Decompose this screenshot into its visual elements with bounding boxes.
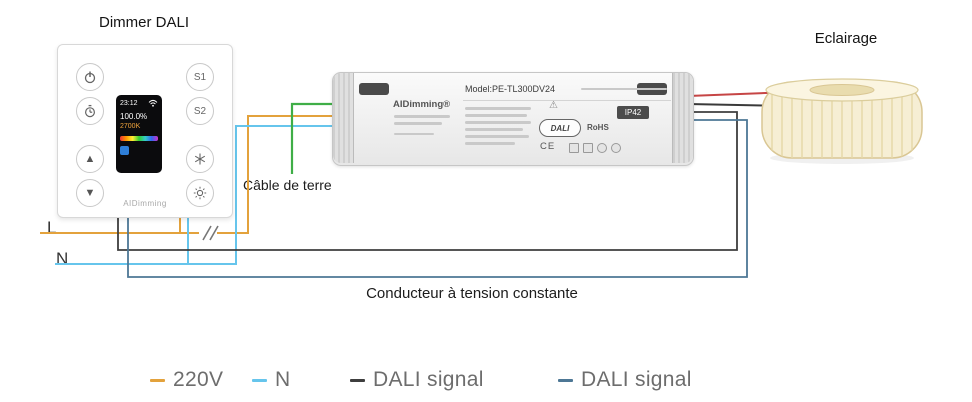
legend-item-dali-dark: DALI signal: [350, 368, 484, 392]
driver-left-endcap: [333, 73, 354, 163]
ground-cable-label: Câble de terre: [243, 177, 332, 193]
screen-color-gradient-bar: [120, 136, 158, 141]
driver-tagline-bar: [394, 122, 442, 125]
driver-brand: AIDimming®: [393, 99, 451, 110]
wire-dali-dark: [117, 111, 738, 251]
dimmer-title: Dimmer DALI: [98, 14, 189, 31]
sun-icon: [193, 186, 207, 200]
panel-brand: AIDimming: [123, 199, 167, 208]
driver-spec-bar: [465, 107, 531, 110]
certification-icon: [583, 143, 593, 153]
timer-button: [76, 97, 104, 125]
driver-spec-bar: [465, 142, 515, 145]
legend-label-220v: 220V: [173, 368, 224, 391]
driver-spec-bar: [465, 135, 529, 138]
up-button: ▲: [76, 145, 104, 173]
legend-item-neutral: N: [252, 368, 290, 392]
driver-spec-bar: [465, 128, 523, 131]
lighting-title: Eclairage: [814, 30, 878, 47]
driver-tagline-bar: [394, 115, 450, 118]
legend-label-neutral: N: [275, 368, 291, 391]
timer-icon: [84, 104, 96, 118]
down-button: ▼: [76, 179, 104, 207]
certification-icon: [569, 143, 579, 153]
driver-url-bar: [394, 133, 434, 135]
driver-spec-bar: [465, 114, 527, 117]
dali-logo: DALI: [539, 119, 581, 137]
wire-break-symbol: [199, 225, 219, 241]
wifi-icon: [148, 99, 158, 107]
screen-color-temp: 2700K: [120, 123, 141, 130]
dimmer-panel: S1 S2 23:12 100.0% 2700K: [57, 44, 233, 218]
ip-rating-badge: IP42: [617, 106, 649, 119]
legend-dash-220v: [150, 378, 165, 382]
wire-neutral: [55, 125, 336, 265]
legend-dash-dali-blue: [558, 378, 573, 382]
driver-tag-left: [359, 83, 389, 95]
driver-divider: [463, 100, 671, 101]
legend-dash-dali-dark: [350, 378, 365, 382]
warning-icon: ⚠: [549, 100, 558, 111]
s2-button: S2: [186, 97, 214, 125]
s1-button: S1: [186, 63, 214, 91]
sun-button: [186, 179, 214, 207]
driver-spec-bar: [465, 121, 531, 124]
up-arrow-icon: ▲: [84, 152, 96, 165]
wire-dali-blue: [127, 119, 748, 278]
screen-level: 100.0%: [120, 112, 148, 121]
driver-header-bar: [581, 88, 667, 90]
reel-core: [809, 84, 875, 96]
snowflake-button: [186, 145, 214, 173]
legend-label-dali-blue: DALI signal: [581, 368, 692, 391]
legend-item-220v: 220V: [150, 368, 223, 392]
ce-mark: CE: [540, 141, 556, 152]
constant-voltage-label: Conducteur à tension constante: [366, 285, 578, 302]
certification-icon: [597, 143, 607, 153]
legend-item-dali-blue: DALI signal: [558, 368, 692, 392]
screen-mode-chip: [120, 146, 129, 155]
s2-label: S2: [193, 105, 207, 117]
s1-label: S1: [193, 71, 207, 83]
dali-logo-text: DALI: [550, 123, 570, 133]
line-label: L: [47, 218, 57, 237]
power-icon: [84, 71, 96, 84]
screen-time: 23:12: [120, 99, 138, 107]
legend-dash-neutral: [252, 378, 267, 382]
legend-label-dali-dark: DALI signal: [373, 368, 484, 391]
panel-screen: 23:12 100.0% 2700K: [116, 95, 162, 173]
certification-icon: [611, 143, 621, 153]
snowflake-icon: [194, 153, 206, 165]
driver-right-endcap: [672, 73, 693, 163]
down-arrow-icon: ▼: [84, 186, 96, 199]
driver-model: Model:PE-TL300DV24: [465, 84, 556, 94]
led-strip-reel: [761, 78, 923, 164]
led-driver: AIDimming® Model:PE-TL300DV24 ⚠ DALI RoH…: [332, 72, 694, 166]
power-button: [76, 63, 104, 91]
wire-ground: [290, 102, 336, 174]
rohs-mark: RoHS: [587, 123, 609, 132]
